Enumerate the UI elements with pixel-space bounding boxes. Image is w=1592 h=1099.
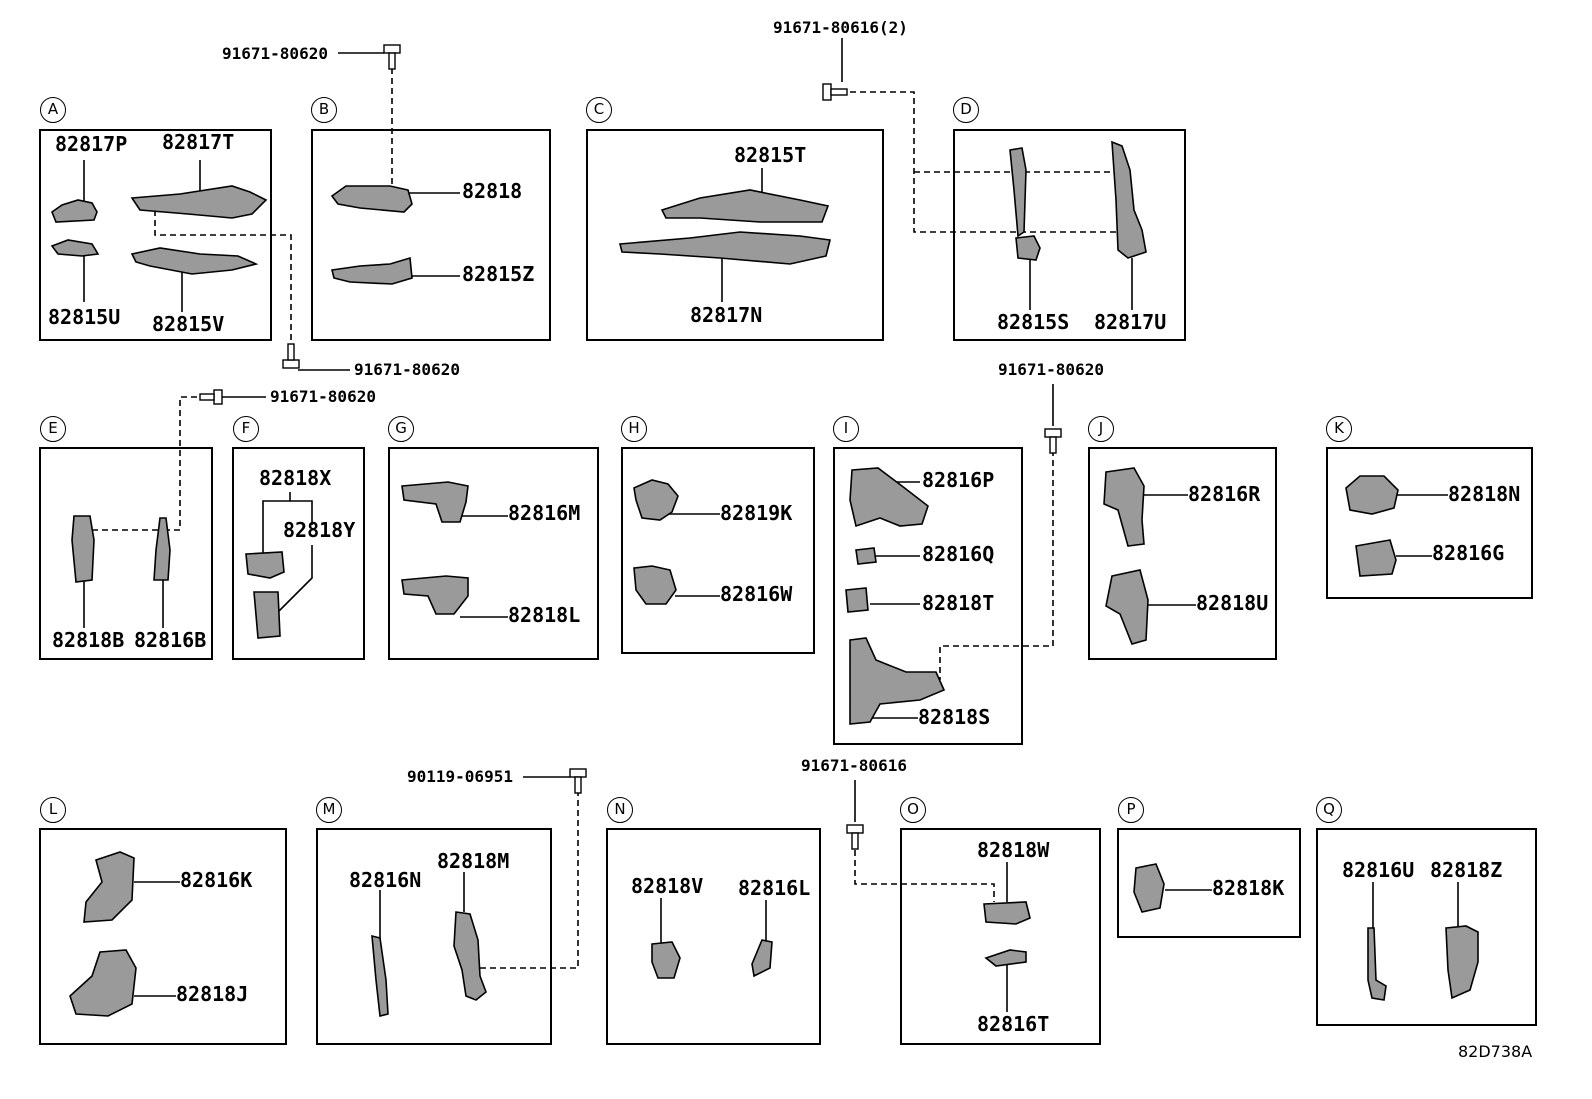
section-badge-o: O (900, 797, 926, 823)
part-label: 82816T (977, 1012, 1050, 1036)
part-label: 82818B (52, 628, 125, 652)
part-label: 82817N (690, 303, 763, 327)
fastener-label: 91671-80616(2) (773, 18, 908, 37)
part-label: 82818N (1448, 482, 1521, 506)
part-label: 82816N (349, 868, 422, 892)
section-d-panel (953, 129, 1186, 341)
part-label: 82818U (1196, 591, 1269, 615)
section-badge-m: M (316, 797, 342, 823)
part-label: 82816W (720, 582, 793, 606)
section-badge-l: L (40, 797, 66, 823)
section-badge-g: G (388, 416, 414, 442)
part-label: 82818M (437, 849, 510, 873)
fastener-label: 91671-80620 (354, 360, 460, 379)
part-label: 82816B (134, 628, 207, 652)
section-p-panel (1117, 828, 1301, 938)
section-g-panel (388, 447, 599, 660)
section-badge-j: J (1088, 416, 1114, 442)
part-label: 82816Q (922, 542, 995, 566)
part-label: 82816L (738, 876, 811, 900)
section-badge-d: D (953, 97, 979, 123)
part-label: 82818Y (283, 518, 356, 542)
leader-lines (83, 38, 1459, 1012)
section-h-panel (621, 447, 815, 654)
section-e-panel (39, 447, 213, 660)
section-badge-h: H (621, 416, 647, 442)
part-label: 82815T (734, 143, 807, 167)
diagram-reference-code: 82D738A (1458, 1042, 1533, 1061)
section-badge-p: P (1118, 797, 1144, 823)
section-badge-k: K (1326, 416, 1352, 442)
section-badge-f: F (233, 416, 259, 442)
section-k-panel (1326, 447, 1533, 599)
section-badge-i: I (833, 416, 859, 442)
section-badge-c: C (586, 97, 612, 123)
section-f-panel (232, 447, 365, 660)
section-c-panel (586, 129, 884, 341)
part-shapes (50, 140, 1479, 1017)
part-label: 82818 (462, 179, 523, 203)
section-q-panel (1316, 828, 1537, 1026)
section-badge-n: N (607, 797, 633, 823)
part-label: 82818V (631, 874, 704, 898)
fastener-label: 90119-06951 (407, 767, 513, 786)
part-label: 82819K (720, 501, 793, 525)
part-label: 82818S (918, 705, 991, 729)
part-label: 82815S (997, 310, 1070, 334)
part-label: 82818T (922, 591, 995, 615)
part-label: 82818Z (1430, 858, 1503, 882)
part-label: 82818X (259, 466, 332, 490)
part-label: 82817U (1094, 310, 1167, 334)
part-label: 82816K (180, 868, 253, 892)
part-label: 82816P (922, 468, 995, 492)
section-i-panel (833, 447, 1023, 745)
part-label: 82816R (1188, 482, 1261, 506)
part-label: 82815V (152, 312, 225, 336)
part-label: 82818J (176, 982, 249, 1006)
fastener-label: 91671-80620 (270, 387, 376, 406)
section-badge-e: E (40, 416, 66, 442)
section-badge-a: A (40, 97, 66, 123)
part-label: 82818K (1212, 876, 1285, 900)
fastener-label: 91671-80620 (222, 44, 328, 63)
part-label: 82817P (55, 132, 128, 156)
fastener-label: 91671-80616 (801, 756, 907, 775)
section-a-panel (39, 129, 272, 341)
section-m-panel (316, 828, 552, 1045)
section-o-panel (900, 828, 1101, 1045)
section-badge-b: B (311, 97, 337, 123)
section-n-panel (606, 828, 821, 1045)
bolt-icons (199, 44, 1062, 850)
fastener-label: 91671-80620 (998, 360, 1104, 379)
part-label: 82816G (1432, 541, 1505, 565)
section-badge-q: Q (1316, 797, 1342, 823)
section-b-panel (311, 129, 551, 341)
part-label: 82815Z (462, 262, 535, 286)
section-l-panel (39, 828, 287, 1045)
part-label: 82817T (162, 130, 235, 154)
part-label: 82818W (977, 838, 1050, 862)
part-label: 82816M (508, 501, 581, 525)
part-label: 82816U (1342, 858, 1415, 882)
section-j-panel (1088, 447, 1277, 660)
part-label: 82815U (48, 305, 121, 329)
part-label: 82818L (508, 603, 581, 627)
